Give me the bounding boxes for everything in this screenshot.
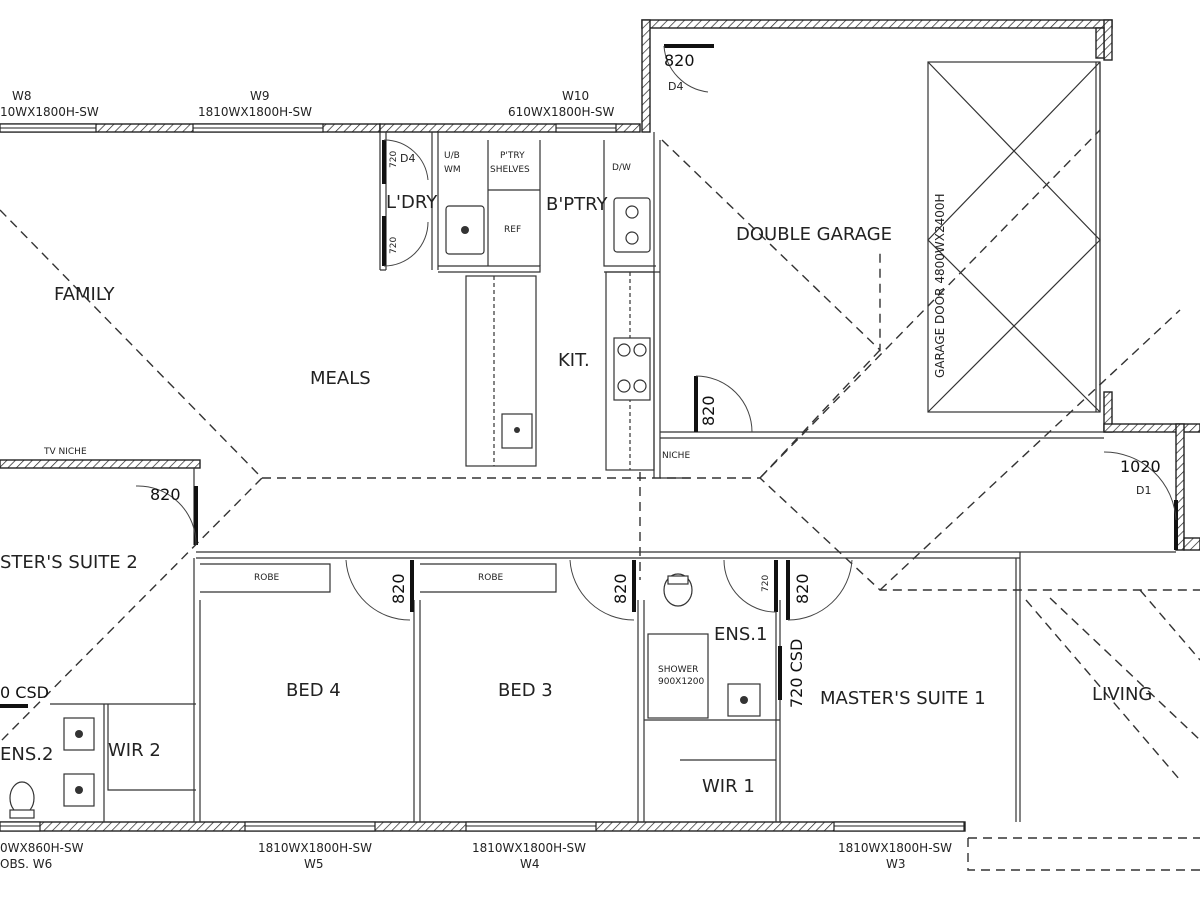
label-ref: REF: [504, 225, 521, 235]
label-ub: U/B: [444, 151, 460, 161]
ens2-fixtures: [9, 717, 95, 819]
door-laundry-720-b: 720: [389, 237, 399, 254]
garage-door-label: GARAGE DOOR 4800WX2400H: [933, 193, 947, 378]
window-w5-size: 1810WX1800H-SW: [258, 841, 372, 855]
room-bed-3: BED 3: [498, 680, 553, 701]
room-masters-suite-2: STER'S SUITE 2: [0, 552, 138, 573]
roof-lines: [0, 129, 1200, 871]
label-tv-niche: TV NICHE: [43, 447, 87, 457]
room-meals: MEALS: [310, 368, 371, 389]
room-double-garage: DOUBLE GARAGE: [736, 224, 892, 245]
room-laundry: L'DRY: [386, 192, 438, 213]
room-kitchen: KIT.: [558, 350, 590, 371]
doors: [0, 44, 1178, 708]
label-wm: WM: [444, 165, 461, 175]
door-garage-d4-width: 820: [664, 51, 695, 70]
window-w4-id: W4: [520, 857, 540, 871]
label-robe-bed3: ROBE: [478, 573, 504, 583]
door-bed4: 820: [389, 573, 408, 604]
ens1-fixtures: [647, 573, 761, 719]
door-laundry-720-a: 720: [389, 151, 399, 168]
window-w9-size: 1810WX1800H-SW: [198, 105, 312, 119]
kitchen-island: [465, 275, 537, 467]
label-robe-bed4: ROBE: [254, 573, 280, 583]
door-entry-width: 1020: [1120, 457, 1161, 476]
label-shower-size: 900X1200: [658, 677, 705, 687]
window-w5-id: W5: [304, 857, 324, 871]
room-ens-2: ENS.2: [0, 744, 53, 765]
room-butlers-pantry: B'PTRY: [546, 194, 609, 215]
label-niche: NICHE: [662, 451, 690, 461]
room-ens-1: ENS.1: [714, 624, 767, 645]
window-w8-id: W8: [12, 89, 32, 103]
door-garage-internal: 820: [699, 395, 718, 426]
window-w8-size: 10WX1800H-SW: [0, 105, 99, 119]
door-entry-tag: D1: [1136, 484, 1151, 497]
internal-walls: [0, 132, 1176, 822]
room-wir-2: WIR 2: [108, 740, 161, 761]
room-family: FAMILY: [54, 284, 115, 305]
window-w6-size: 0WX860H-SW: [0, 841, 84, 855]
laundry-tub: [445, 205, 485, 255]
room-wir-1: WIR 1: [702, 776, 755, 797]
room-living: LIVING: [1092, 684, 1152, 705]
label-shower: SHOWER: [658, 665, 698, 675]
window-w3-id: W3: [886, 857, 906, 871]
window-w6-id: OBS. W6: [0, 857, 52, 871]
window-w10-size: 610WX1800H-SW: [508, 105, 615, 119]
label-dw: D/W: [612, 163, 631, 173]
kitchen-back-bench: [605, 197, 655, 471]
window-w3-size: 1810WX1800H-SW: [838, 841, 952, 855]
door-ens1: 720: [761, 575, 771, 592]
window-w4-size: 1810WX1800H-SW: [472, 841, 586, 855]
label-shelves: SHELVES: [490, 165, 530, 175]
garage-door[interactable]: GARAGE DOOR 4800WX2400H: [927, 61, 1101, 413]
window-w9-id: W9: [250, 89, 270, 103]
door-ens2-csd: 0 CSD: [0, 683, 49, 702]
room-bed-4: BED 4: [286, 680, 341, 701]
door-garage-d4-tag: D4: [668, 80, 683, 93]
door-laundry-d4-tag: D4: [400, 152, 415, 165]
label-pantry: P'TRY: [500, 151, 525, 161]
door-suite1: 820: [793, 573, 812, 604]
window-openings: [0, 123, 965, 832]
door-ens1-csd: 720 CSD: [787, 639, 806, 708]
room-masters-suite-1: MASTER'S SUITE 1: [820, 688, 986, 709]
door-bed3: 820: [611, 573, 630, 604]
door-suite2: 820: [150, 485, 181, 504]
window-w10-id: W10: [562, 89, 589, 103]
